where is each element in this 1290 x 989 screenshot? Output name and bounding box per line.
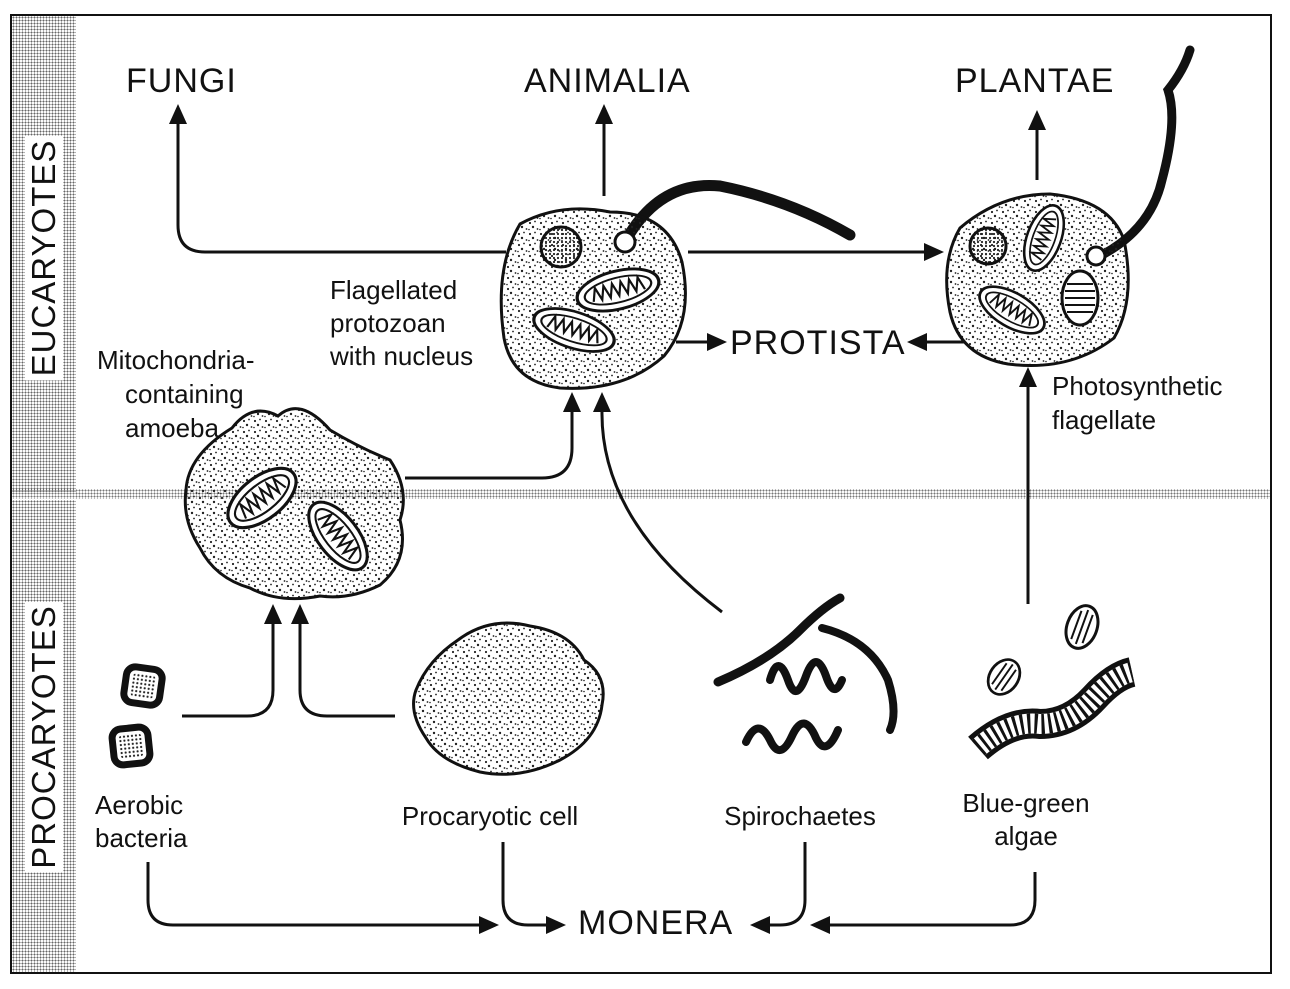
arrow-bacteria-to-amoeba <box>182 622 275 718</box>
arrow-protozoan-to-fungi <box>176 122 506 254</box>
flagellated-protozoan-label-line-1: Flagellated <box>330 275 458 305</box>
photosynthetic-flagellate-cell <box>945 45 1195 368</box>
blue-green-algae-label-line-1: Blue-green <box>962 788 1090 818</box>
amoeba-label-line-1: Mitochondria- <box>97 345 255 375</box>
amoeba-label-line-2: containing <box>125 379 244 409</box>
kingdom-protista-label: PROTISTA <box>730 324 906 362</box>
kingdom-plantae-label: PLANTAE <box>955 62 1115 100</box>
arrow-spirochaetes-to-protozoan <box>600 409 723 614</box>
blue-green-algae-label-line-2: algae <box>994 821 1058 851</box>
arrow-spirochaetes-to-monera <box>768 842 807 927</box>
photosynthetic-flagellate-label-line-2: flagellate <box>1052 405 1157 435</box>
eucaryote-procaryote-divider <box>12 489 1270 499</box>
blue-green-algae-shapes <box>968 599 1137 760</box>
arrow-cell-to-monera <box>501 842 548 927</box>
aerobic-bacteria-label-line-2: bacteria <box>95 823 188 853</box>
aerobic-bacteria-label-line-1: Aerobic <box>95 790 184 820</box>
flagellated-protozoan-cell <box>499 179 856 390</box>
photosynthetic-flagellate-label-line-1: Photosynthetic <box>1052 371 1223 401</box>
mitochondria-containing-amoeba-cell <box>183 407 405 601</box>
spirochaetes-label: Spirochaetes <box>724 801 876 831</box>
arrow-amoeba-to-protozoan <box>405 410 574 480</box>
amoeba-label-line-3: amoeba <box>125 413 219 443</box>
kingdom-fungi-label: FUNGI <box>126 62 237 100</box>
procaryotic-cell-shape <box>412 621 605 776</box>
flagellated-protozoan-label-line-2: protozoan <box>330 308 446 338</box>
arrow-cell-to-amoeba <box>298 622 395 718</box>
arrow-algae-to-monera <box>828 872 1037 927</box>
flagellated-protozoan-label-line-3: with nucleus <box>330 341 474 371</box>
spirochaete-shapes <box>713 593 898 754</box>
kingdom-animalia-label: ANIMALIA <box>524 62 691 100</box>
aerobic-bacteria-shapes <box>111 666 163 766</box>
arrow-bacteria-to-monera <box>146 862 480 927</box>
kingdom-monera-label: MONERA <box>578 904 734 942</box>
arrowheads <box>169 104 1046 934</box>
procaryotic-cell-label: Procaryotic cell <box>401 801 579 831</box>
arrows <box>146 122 1039 927</box>
diagram-frame <box>10 14 1272 974</box>
eucaryotes-strip <box>12 16 76 492</box>
